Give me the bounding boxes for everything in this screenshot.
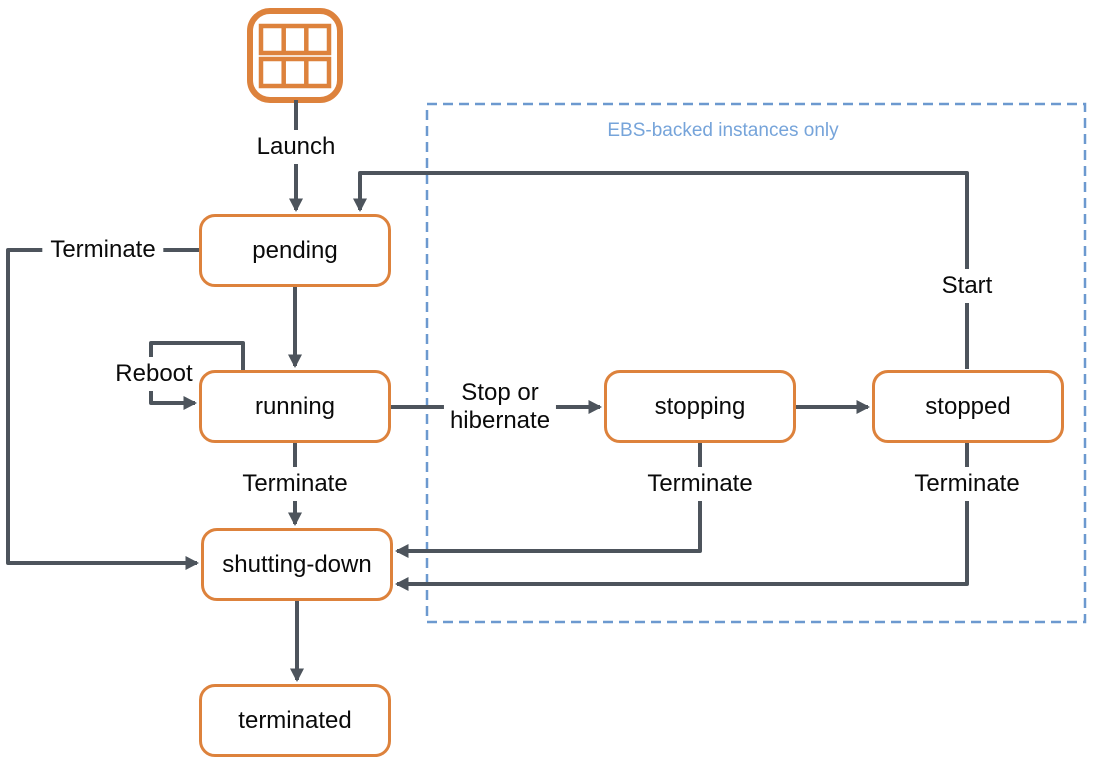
node-terminated: terminated	[199, 684, 391, 757]
node-stopped: stopped	[872, 370, 1064, 443]
edge-label-terminate-from-pending: Terminate	[42, 233, 164, 267]
node-shutting-down: shutting-down	[201, 528, 393, 601]
edge-label-stop-or-hibernate-line1: Stop or	[461, 379, 539, 406]
node-shutting-down-label: shutting-down	[222, 550, 372, 578]
edge-label-reboot: Reboot	[107, 357, 201, 391]
ebs-region-border	[425, 102, 1087, 624]
edge-label-terminate-from-stopping: Terminate	[639, 467, 761, 501]
node-pending: pending	[199, 214, 391, 287]
edge-reboot-loop	[149, 341, 245, 410]
node-stopping-label: stopping	[654, 392, 746, 420]
node-running-label: running	[254, 392, 336, 420]
node-terminated-label: terminated	[238, 706, 352, 734]
node-stopped-label: stopped	[925, 392, 1011, 420]
node-running: running	[199, 370, 391, 443]
node-pending-label: pending	[252, 236, 338, 264]
edge-start-return	[353, 171, 969, 369]
edge-label-start: Start	[933, 269, 1001, 303]
edge-label-terminate-from-running: Terminate	[234, 467, 356, 501]
ami-grid-icon	[247, 8, 343, 103]
edge-label-launch: Launch	[248, 130, 344, 164]
edge-label-terminate-from-stopped: Terminate	[906, 467, 1028, 501]
edge-label-stop-or-hibernate: Stop or hibernate	[443, 378, 557, 436]
ebs-region-label: EBS-backed instances only	[607, 120, 839, 141]
edge-stopped-to-shutting-down	[395, 443, 969, 591]
node-stopping: stopping	[604, 370, 796, 443]
edge-label-stop-or-hibernate-line2: hibernate	[449, 407, 551, 434]
edge-pending-terminate-to-shutting-down	[6, 248, 199, 570]
